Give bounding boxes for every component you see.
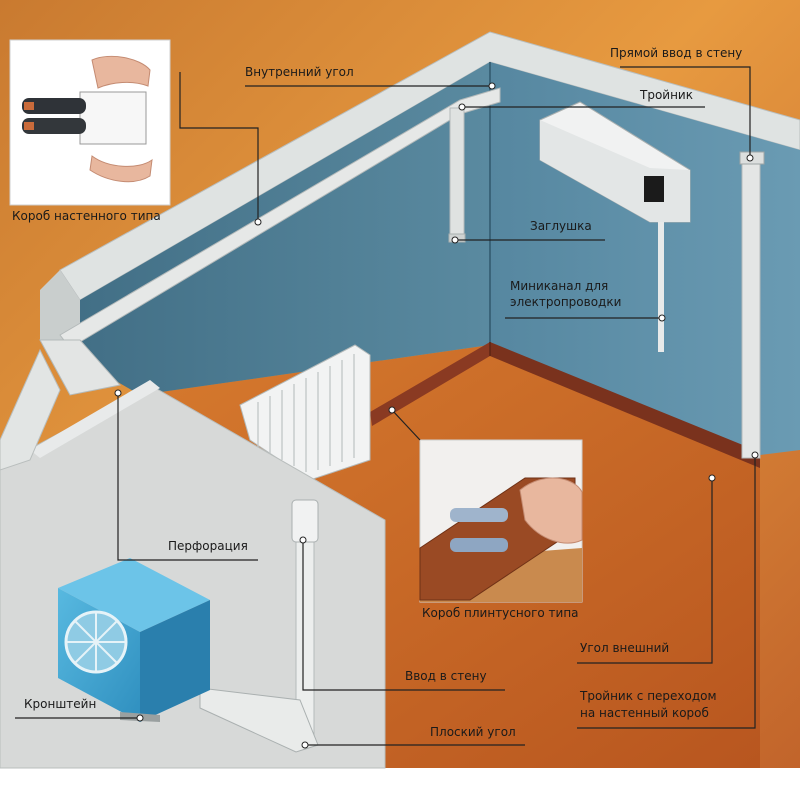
leader-perforation: [117, 393, 258, 561]
leader-direct-entry: [620, 66, 751, 155]
wall-entry-fitting: [291, 499, 319, 543]
label-end-cap: Заглушка: [530, 219, 592, 233]
front-wall-end: [0, 348, 61, 471]
leader-outer-corner: [577, 478, 713, 664]
label-mini-channel-2: электропроводки: [510, 295, 622, 309]
label-inner-corner: Внутренний угол: [245, 65, 354, 79]
left-wall-end-cap: [40, 270, 80, 340]
front-wall-top: [30, 380, 160, 458]
label-perforation: Перфорация: [168, 539, 248, 553]
label-bracket: Кронштейн: [24, 697, 97, 711]
outdoor-ac-side: [140, 600, 210, 722]
indoor-ac-display: [644, 176, 664, 202]
inset-skirting-box-pipes: [450, 508, 508, 552]
right-vertical-duct: [741, 159, 761, 459]
label-outer-corner: Угол внешний: [580, 641, 670, 655]
label-direct-entry: Прямой ввод в стену: [610, 46, 743, 60]
label-skirting-box: Короб плинтусного типа: [422, 606, 579, 620]
radiator: [239, 344, 371, 481]
bottom-white-strip: [0, 768, 800, 800]
leader-wall-entry: [302, 540, 505, 691]
leader-lines: [15, 66, 756, 746]
inset-wall-box-pipes: [22, 98, 86, 134]
outdoor-ac-fan-blades: [66, 612, 126, 672]
label-mini-channel-1: Миниканал для: [510, 279, 609, 293]
skirting-left: [370, 342, 490, 426]
label-flat-corner: Плоский угол: [430, 725, 516, 739]
duct-tee-vertical: [449, 107, 465, 241]
leader-tee-transition: [577, 455, 756, 729]
label-wall-box-text: Короб настенного типа: [12, 209, 161, 223]
outdoor-ac-top: [58, 558, 210, 632]
label-tee-transition-2: на настенный короб: [580, 706, 709, 720]
skirting-right: [490, 342, 760, 468]
radiator-fins: [257, 354, 355, 472]
inset-wall-box-duct: [79, 91, 147, 145]
label-tee-transition-1: Тройник с переходом: [580, 689, 717, 703]
leader-dots: [114, 82, 759, 749]
label-wall-entry: Ввод в стену: [405, 669, 487, 683]
leader-wall-box: [179, 72, 259, 220]
inset-wall-box-hands: [89, 55, 153, 183]
inset-skirting-box-hand: [519, 477, 583, 544]
label-wall-box: Короб настенного типа: [12, 208, 162, 224]
flat-corner-fitting: [199, 687, 319, 753]
wall-duct-left-drop: [39, 339, 121, 396]
label-tee: Тройник: [640, 88, 693, 102]
leader-skirting-box: [391, 409, 421, 441]
